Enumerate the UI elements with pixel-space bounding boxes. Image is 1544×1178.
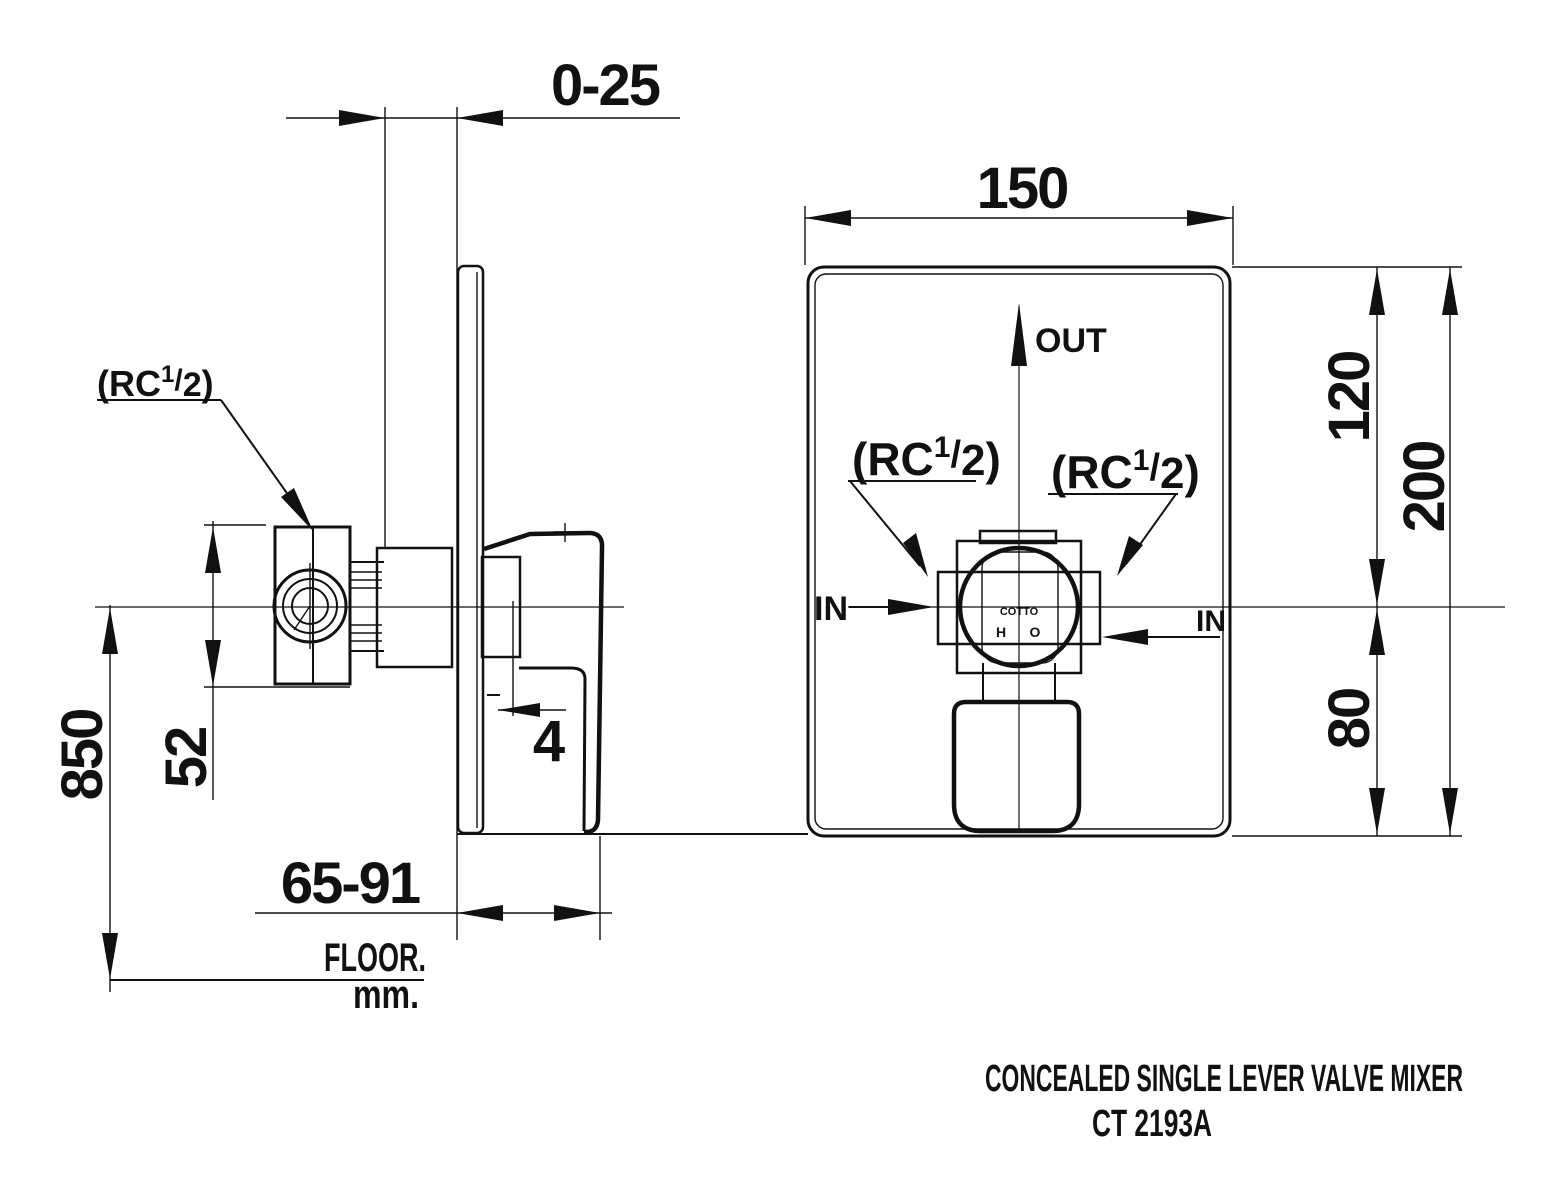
cartridge-through-wall — [375, 546, 454, 669]
dim-reach-65-91-label: 65-91 — [281, 851, 420, 916]
product-title: CONCEALED SINGLE LEVER VALVE MIXER — [985, 1058, 1463, 1100]
dim-upper-120-label: 120 — [1317, 352, 1382, 443]
cartridge-circle — [957, 545, 1081, 669]
dim-valve-body: 52 — [154, 521, 350, 800]
rc-half-front-left-callout: (RC1/2) — [848, 431, 1001, 577]
title-block: CONCEALED SINGLE LEVER VALVE MIXER CT 21… — [985, 1058, 1463, 1145]
rc-half-front-right-callout: (RC1/2) — [1048, 444, 1200, 576]
rc-half-side-callout: (RC1/2) — [97, 361, 313, 531]
rc-half-front-right-label: (RC1/2) — [1051, 444, 1200, 498]
in-arrow-right: IN — [1102, 605, 1226, 645]
dim-plate-offset: 4 — [487, 601, 567, 774]
dim-reach: 65-91 — [255, 836, 612, 940]
handle-front — [951, 663, 1082, 834]
handle-side — [480, 523, 605, 835]
dim-wall-range: 0-25 — [286, 53, 680, 126]
side-view-drawing: 0-25 — [50, 53, 808, 1017]
rc-half-side-label: (RC1/2) — [97, 361, 214, 404]
in-arrow-left: IN — [814, 590, 934, 628]
top-tab — [978, 529, 1058, 545]
valve-body-side — [272, 525, 352, 686]
cartridge-square — [955, 539, 1083, 675]
floor-label: FLOOR. — [324, 936, 426, 980]
brand-label: COTTO — [1000, 606, 1039, 618]
rc-half-front-left-label: (RC1/2) — [852, 431, 1001, 485]
dim-width: 150 — [804, 156, 1234, 265]
inlet-tabs — [936, 570, 1102, 646]
out-label: OUT — [1035, 322, 1107, 360]
in-right-label: IN — [1196, 605, 1226, 638]
cartridge-assembly: COTTO H O — [936, 529, 1102, 675]
product-code: CT 2193A — [1092, 1103, 1212, 1145]
dim-height-850-label: 850 — [50, 710, 115, 801]
hot-marker: H — [996, 624, 1006, 640]
cold-marker: O — [1030, 624, 1041, 640]
dim-right-side: 120 80 200 — [1232, 266, 1462, 837]
out-arrow: OUT — [1011, 303, 1107, 366]
floor-unit-label: mm. — [353, 973, 419, 1017]
front-view-drawing: OUT COTTO H O IN IN — [804, 156, 1505, 838]
dim-lower-80-label: 80 — [1317, 689, 1382, 750]
dim-width-150-label: 150 — [977, 156, 1068, 221]
dim-total-200-label: 200 — [1392, 442, 1457, 533]
dim-mount-height: 850 FLOOR. mm. — [50, 605, 426, 1017]
dim-plate-4-label: 4 — [533, 709, 565, 774]
cartridge-hub — [981, 551, 1059, 664]
in-left-label: IN — [814, 590, 848, 628]
escutcheon-plate-side — [456, 264, 485, 835]
wall-section-lines — [384, 107, 458, 940]
dim-valve-body-52-label: 52 — [154, 728, 219, 789]
dim-wall-range-label: 0-25 — [551, 53, 660, 118]
